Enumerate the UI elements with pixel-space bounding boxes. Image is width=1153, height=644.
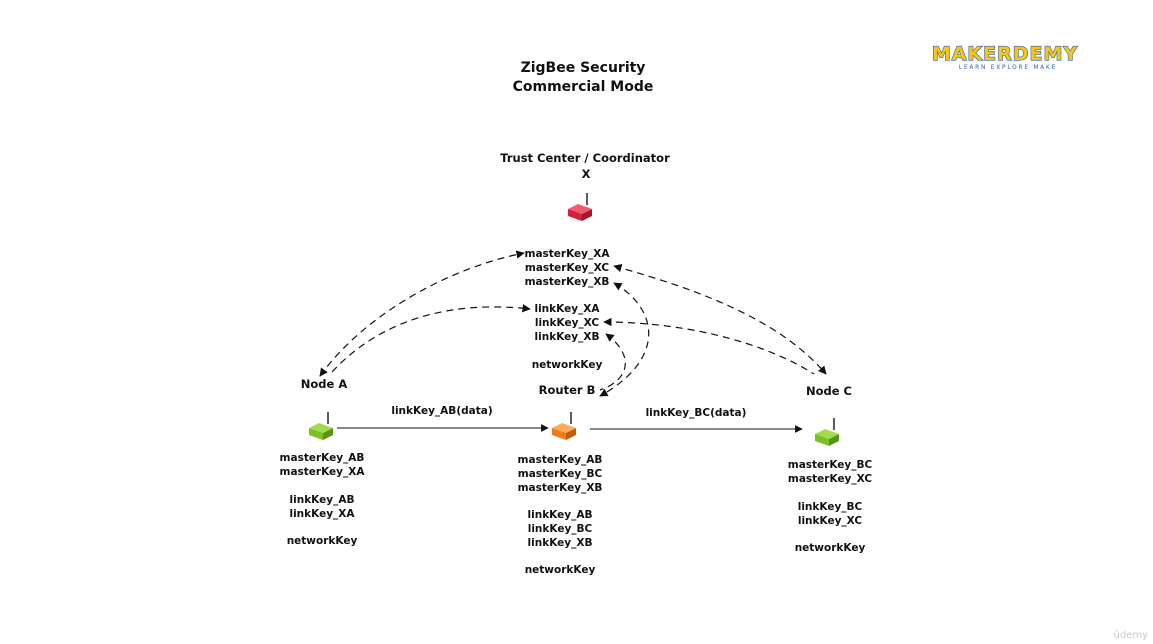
node-c-link-key-bc: linkKey_BC bbox=[798, 501, 863, 513]
router-b-link-key-ab: linkKey_AB bbox=[528, 509, 593, 521]
link-ab-label: linkKey_AB(data) bbox=[391, 405, 492, 417]
trust-center-title: Trust Center / Coordinator bbox=[500, 151, 670, 165]
arrow-c-master-xc bbox=[613, 263, 827, 375]
tc-master-key-xb: masterKey_XB bbox=[525, 276, 610, 288]
tc-network-key: networkKey bbox=[532, 359, 603, 371]
node-c-device-icon bbox=[815, 418, 839, 446]
arrow-b-link-xb bbox=[599, 333, 626, 391]
tc-link-key-xc: linkKey_XC bbox=[535, 317, 600, 329]
trust-center-id: X bbox=[582, 167, 591, 181]
node-a-master-key-xa: masterKey_XA bbox=[280, 466, 366, 478]
logo-text: MAKERDEMY bbox=[932, 43, 1078, 65]
tc-link-key-xb: linkKey_XB bbox=[535, 331, 600, 343]
tc-master-key-xa: masterKey_XA bbox=[525, 248, 611, 260]
router-b-network-key: networkKey bbox=[525, 564, 596, 576]
node-a-link-key-ab: linkKey_AB bbox=[290, 494, 355, 506]
makerdemy-logo: MAKERDEMY LEARN EXPLORE MAKE bbox=[931, 42, 1078, 71]
node-c-link-key-xc: linkKey_XC bbox=[798, 515, 863, 527]
node-a-master-key-ab: masterKey_AB bbox=[280, 452, 365, 464]
diagram-title-line-2: Commercial Mode bbox=[513, 79, 654, 95]
arrow-b-master-xb bbox=[599, 282, 650, 397]
router-b-link-key-bc: linkKey_BC bbox=[528, 523, 593, 535]
node-a-device-icon bbox=[309, 412, 333, 440]
router-b-master-key-ab: masterKey_AB bbox=[518, 454, 603, 466]
coordinator-router-icon bbox=[568, 193, 592, 221]
link-bc-label: linkKey_BC(data) bbox=[646, 407, 747, 419]
tc-link-key-xa: linkKey_XA bbox=[534, 303, 600, 315]
router-b-link-key-xb: linkKey_XB bbox=[528, 537, 593, 549]
node-c-label: Node C bbox=[806, 384, 852, 398]
router-b-device-icon bbox=[552, 412, 576, 440]
logo-tagline: LEARN EXPLORE MAKE bbox=[959, 65, 1057, 71]
node-c-master-key-xc: masterKey_XC bbox=[788, 473, 872, 485]
node-c-network-key: networkKey bbox=[795, 542, 866, 554]
arrow-c-link-xc bbox=[603, 317, 815, 375]
arrow-a-master-xa bbox=[319, 250, 525, 377]
router-b-master-key-bc: masterKey_BC bbox=[518, 468, 603, 480]
tc-master-key-xc: masterKey_XC bbox=[525, 262, 609, 274]
node-a-label: Node A bbox=[301, 377, 348, 391]
node-a-network-key: networkKey bbox=[287, 535, 358, 547]
router-b-label: Router B bbox=[539, 383, 596, 397]
node-a-link-key-xa: linkKey_XA bbox=[289, 508, 355, 520]
diagram-title-line-1: ZigBee Security bbox=[521, 60, 646, 76]
key-exchange-arrows bbox=[319, 250, 827, 397]
node-c-master-key-bc: masterKey_BC bbox=[788, 459, 873, 471]
udemy-watermark: ūdemy bbox=[1114, 630, 1149, 641]
arrow-a-link-xa bbox=[331, 303, 531, 373]
router-b-master-key-xb: masterKey_XB bbox=[518, 482, 603, 494]
